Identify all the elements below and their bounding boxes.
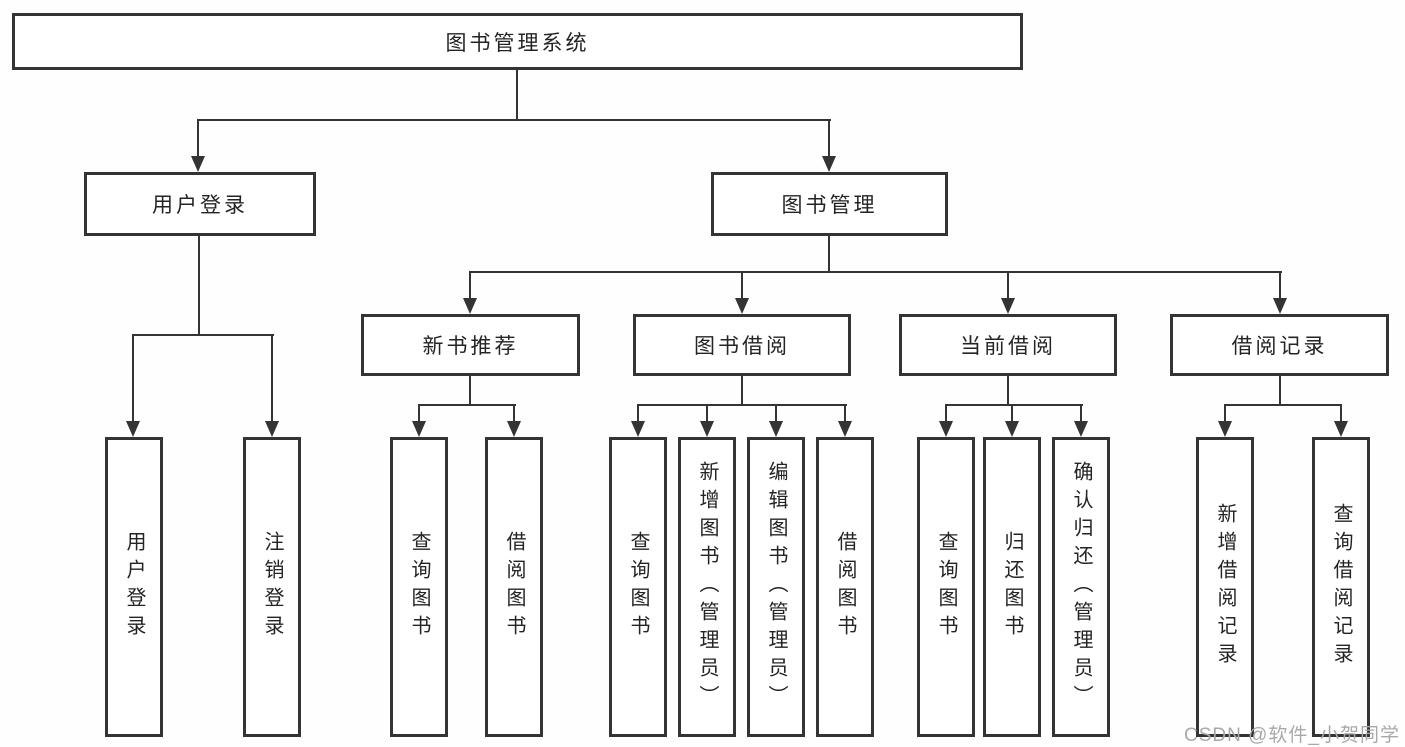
connector-line xyxy=(844,404,846,424)
connector-line xyxy=(197,119,199,159)
connector-line xyxy=(513,404,515,424)
arrow-down-icon xyxy=(412,421,426,437)
node-label: 图书管理 xyxy=(781,194,878,217)
connector-line xyxy=(1080,404,1082,424)
connector-line xyxy=(271,334,273,422)
connector-line xyxy=(132,334,274,336)
connector-line xyxy=(945,404,947,424)
node-label: 查询借阅记录 xyxy=(1330,503,1352,671)
node-current-borrowing: 当前借阅 xyxy=(899,314,1117,376)
connector-line xyxy=(418,404,420,424)
connector-line xyxy=(1007,376,1009,406)
node-label: 确认归还（管理员） xyxy=(1070,461,1092,713)
connector-line xyxy=(1340,404,1342,424)
arrow-down-icon xyxy=(631,421,645,437)
connector-line xyxy=(469,271,471,299)
node-query-borrow-record: 查询借阅记录 xyxy=(1312,437,1370,737)
node-add-borrow-record: 新增借阅记录 xyxy=(1196,437,1254,737)
arrow-down-icon xyxy=(1001,298,1015,314)
connector-line xyxy=(469,376,471,406)
node-label: 新增图书（管理员） xyxy=(696,461,718,713)
node-user-login-leaf: 用户登录 xyxy=(105,437,163,737)
node-add-books-admin: 新增图书（管理员） xyxy=(678,437,736,737)
connector-line xyxy=(828,236,830,273)
arrow-down-icon xyxy=(191,156,205,172)
arrow-down-icon xyxy=(838,421,852,437)
node-edit-books-admin: 编辑图书（管理员） xyxy=(747,437,805,737)
arrow-down-icon xyxy=(769,421,783,437)
arrow-down-icon xyxy=(265,421,279,437)
node-label: 新增借阅记录 xyxy=(1214,503,1236,671)
node-label: 查询图书 xyxy=(408,531,430,643)
arrow-down-icon xyxy=(1218,421,1232,437)
node-book-borrowing: 图书借阅 xyxy=(633,314,851,376)
connector-line xyxy=(775,404,777,424)
arrow-down-icon xyxy=(700,421,714,437)
arrow-down-icon xyxy=(463,298,477,314)
node-query-books-recommend: 查询图书 xyxy=(390,437,448,737)
node-book-management: 图书管理 xyxy=(711,172,948,236)
connector-line xyxy=(1224,404,1226,424)
connector-line xyxy=(706,404,708,424)
node-query-books-current: 查询图书 xyxy=(917,437,975,737)
node-label: 用户登录 xyxy=(152,194,248,217)
arrow-down-icon xyxy=(1005,421,1019,437)
node-return-books: 归还图书 xyxy=(983,437,1041,737)
node-logout: 注销登录 xyxy=(243,437,301,737)
node-confirm-return-admin: 确认归还（管理员） xyxy=(1052,437,1110,737)
connector-line xyxy=(1279,271,1281,299)
arrow-down-icon xyxy=(1273,298,1287,314)
connector-line xyxy=(132,334,134,422)
connector-line xyxy=(469,271,1282,273)
connector-line xyxy=(1011,404,1013,424)
node-label: 归还图书 xyxy=(1001,531,1023,643)
connector-line xyxy=(637,404,639,424)
node-label: 新书推荐 xyxy=(422,335,519,358)
connector-line xyxy=(516,70,518,120)
node-label: 编辑图书（管理员） xyxy=(765,461,787,713)
node-label: 图书管理系统 xyxy=(445,31,590,55)
arrow-down-icon xyxy=(1334,421,1348,437)
node-user-login: 用户登录 xyxy=(84,172,316,236)
connector-line xyxy=(828,119,830,159)
node-query-books-borrowing: 查询图书 xyxy=(609,437,667,737)
node-label: 查询图书 xyxy=(627,531,649,643)
arrow-down-icon xyxy=(822,156,836,172)
node-label: 注销登录 xyxy=(261,531,283,643)
connector-line xyxy=(637,404,847,406)
connector-line xyxy=(945,404,1083,406)
connector-line xyxy=(198,236,200,336)
node-library-management-system: 图书管理系统 xyxy=(12,13,1023,70)
node-label: 借阅图书 xyxy=(834,531,856,643)
node-label: 借阅记录 xyxy=(1231,335,1328,358)
arrow-down-icon xyxy=(939,421,953,437)
connector-line xyxy=(741,376,743,406)
node-label: 当前借阅 xyxy=(960,335,1056,358)
node-label: 用户登录 xyxy=(123,531,145,643)
node-borrow-books-recommend: 借阅图书 xyxy=(485,437,543,737)
node-label: 图书借阅 xyxy=(694,335,790,358)
node-borrow-books-borrowing: 借阅图书 xyxy=(816,437,874,737)
arrow-down-icon xyxy=(126,421,140,437)
arrow-down-icon xyxy=(507,421,521,437)
node-label: 查询图书 xyxy=(935,531,957,643)
connector-line xyxy=(741,271,743,299)
connector-line xyxy=(1007,271,1009,299)
arrow-down-icon xyxy=(735,298,749,314)
connector-line xyxy=(1224,404,1342,406)
node-borrowing-records: 借阅记录 xyxy=(1170,314,1389,376)
node-label: 借阅图书 xyxy=(503,531,525,643)
arrow-down-icon xyxy=(1074,421,1088,437)
connector-line xyxy=(197,119,831,121)
node-new-book-recommend: 新书推荐 xyxy=(361,314,580,376)
connector-line xyxy=(418,404,516,406)
connector-line xyxy=(1279,376,1281,406)
watermark: CSDN @软件_小贺同学 xyxy=(1184,725,1400,746)
